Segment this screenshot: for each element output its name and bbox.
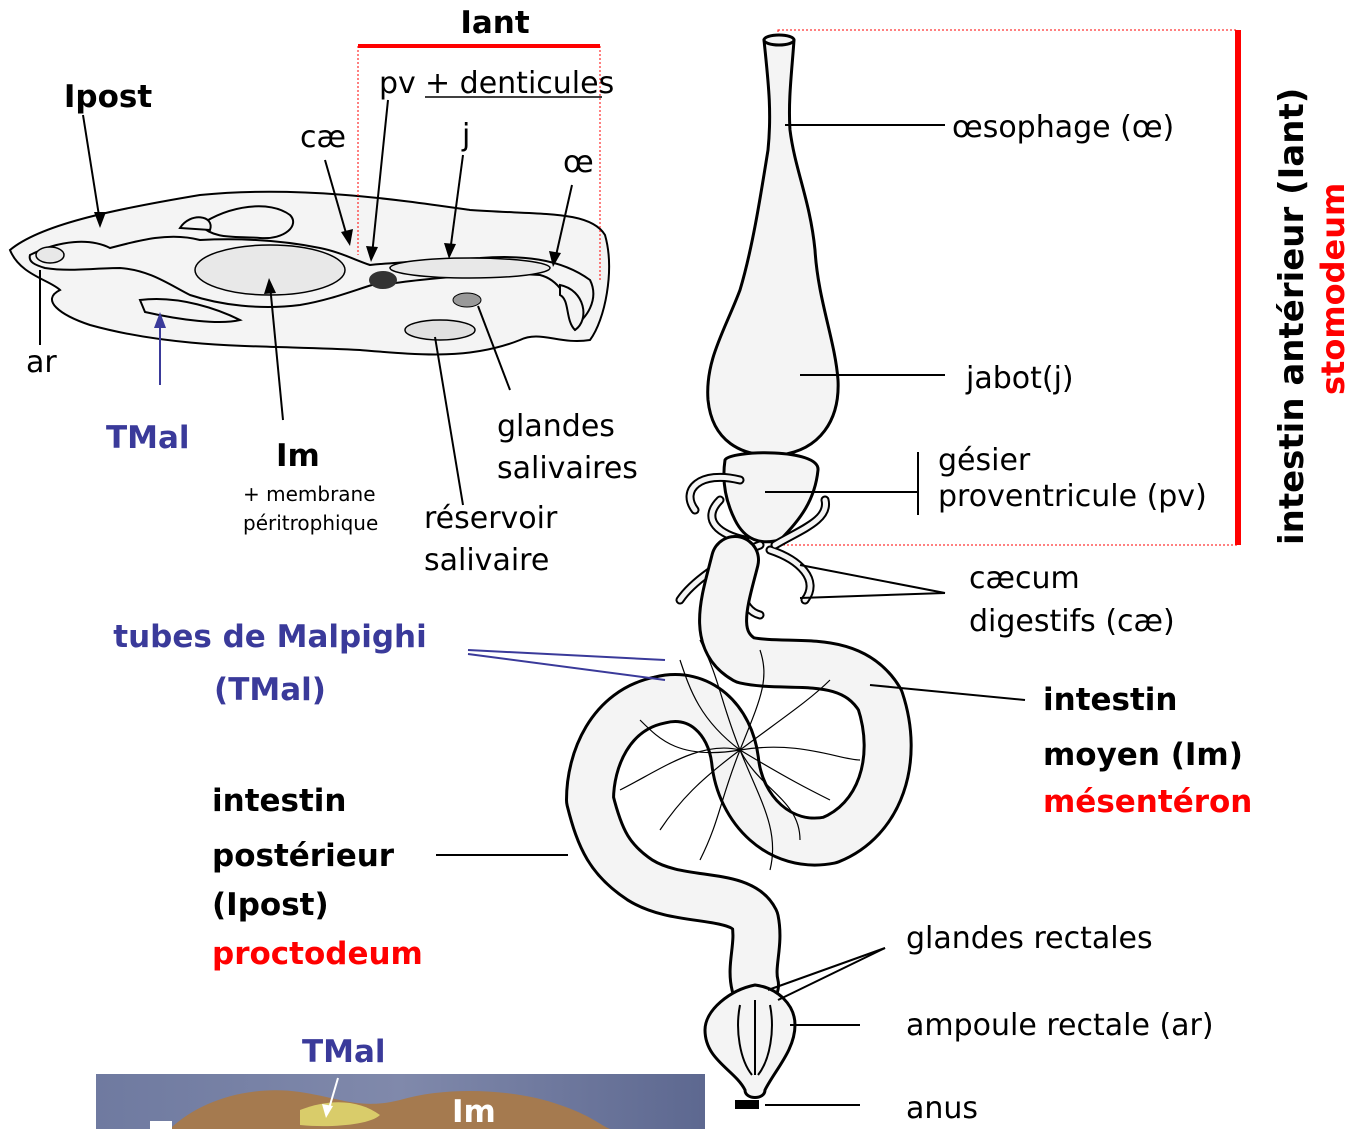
oe-label: œ <box>563 145 594 180</box>
tmal-label: TMal <box>106 420 190 456</box>
intestin-moyen-label-2: moyen (Im) <box>1043 737 1243 773</box>
reservoir-label-2: salivaire <box>424 543 549 578</box>
proventricule-label: proventricule (pv) <box>938 479 1207 514</box>
intestin-anterieur-label: intestin antérieur (Iant) <box>1272 88 1312 545</box>
intestin-post-label-3: (Ipost) <box>212 887 329 923</box>
salivary-glands-shape <box>453 293 481 307</box>
rectal-ampulla-main <box>705 985 795 1098</box>
ampoule-label: ampoule rectale (ar) <box>906 1008 1214 1043</box>
anus-shape <box>735 1100 759 1109</box>
insect-section-diagram: Iant Ipost pv + denticules cæ j œ ar TMa… <box>10 5 638 578</box>
ipost-arrow <box>83 115 100 222</box>
photo-im-label: Im <box>452 1094 496 1129</box>
glandes-rectales-leader-1 <box>778 948 885 1000</box>
oesophage-label: œsophage (œ) <box>952 110 1174 145</box>
anus-label: anus <box>906 1091 978 1126</box>
caecum-label-2: digestifs (cæ) <box>969 604 1175 639</box>
caecum-label-1: cæcum <box>969 561 1080 596</box>
j-label: j <box>461 118 470 153</box>
reservoir-leader <box>435 337 463 505</box>
caecum-leader-1 <box>800 565 945 593</box>
reservoir-label-1: réservoir <box>424 501 558 536</box>
tubes-malpighi-abbr: (TMal) <box>214 672 326 708</box>
glandes-rectales-label: glandes rectales <box>906 921 1153 956</box>
jabot-label: jabot(j) <box>965 361 1074 396</box>
denticules-label: + denticules <box>425 66 614 101</box>
iant-label: Iant <box>460 5 530 41</box>
oesophagus-opening <box>764 35 794 45</box>
glandes-rectales-leader-2 <box>768 948 885 990</box>
membrane-label-1: + membrane <box>243 482 376 506</box>
proctodeum-label: proctodeum <box>212 936 423 972</box>
tubes-malpighi-label: tubes de Malpighi <box>113 619 426 655</box>
proventricule-shape <box>369 271 397 289</box>
salivary-reservoir-shape <box>405 320 475 340</box>
crop-region <box>390 258 550 278</box>
intestin-post-label-1: intestin <box>212 783 347 819</box>
im-label: Im <box>276 438 320 474</box>
glandes-label-1: glandes <box>497 409 615 444</box>
membrane-label-2: péritrophique <box>243 511 378 535</box>
gesier-label: gésier <box>938 443 1031 478</box>
ar-label: ar <box>26 345 57 380</box>
photo-partial-label <box>150 1121 172 1129</box>
rectal-ampulla-shape <box>36 247 64 263</box>
pv-label: pv <box>379 66 416 101</box>
crop-shape <box>708 37 838 455</box>
intestin-moyen-label-1: intestin <box>1043 682 1178 718</box>
stomodeum-label: stomodeum <box>1314 183 1352 395</box>
cae-label: cæ <box>300 120 346 155</box>
glandes-label-2: salivaires <box>497 451 638 486</box>
photo-tmal-label: TMal <box>302 1034 386 1070</box>
intestin-post-label-2: postérieur <box>212 838 395 874</box>
caecum-leader-2 <box>800 593 945 598</box>
intestine-tube-fill <box>590 560 888 985</box>
mesenteron-label: mésentéron <box>1043 784 1252 820</box>
ipost-label: Ipost <box>64 79 152 115</box>
dissection-photo: TMal Im <box>96 1034 705 1129</box>
